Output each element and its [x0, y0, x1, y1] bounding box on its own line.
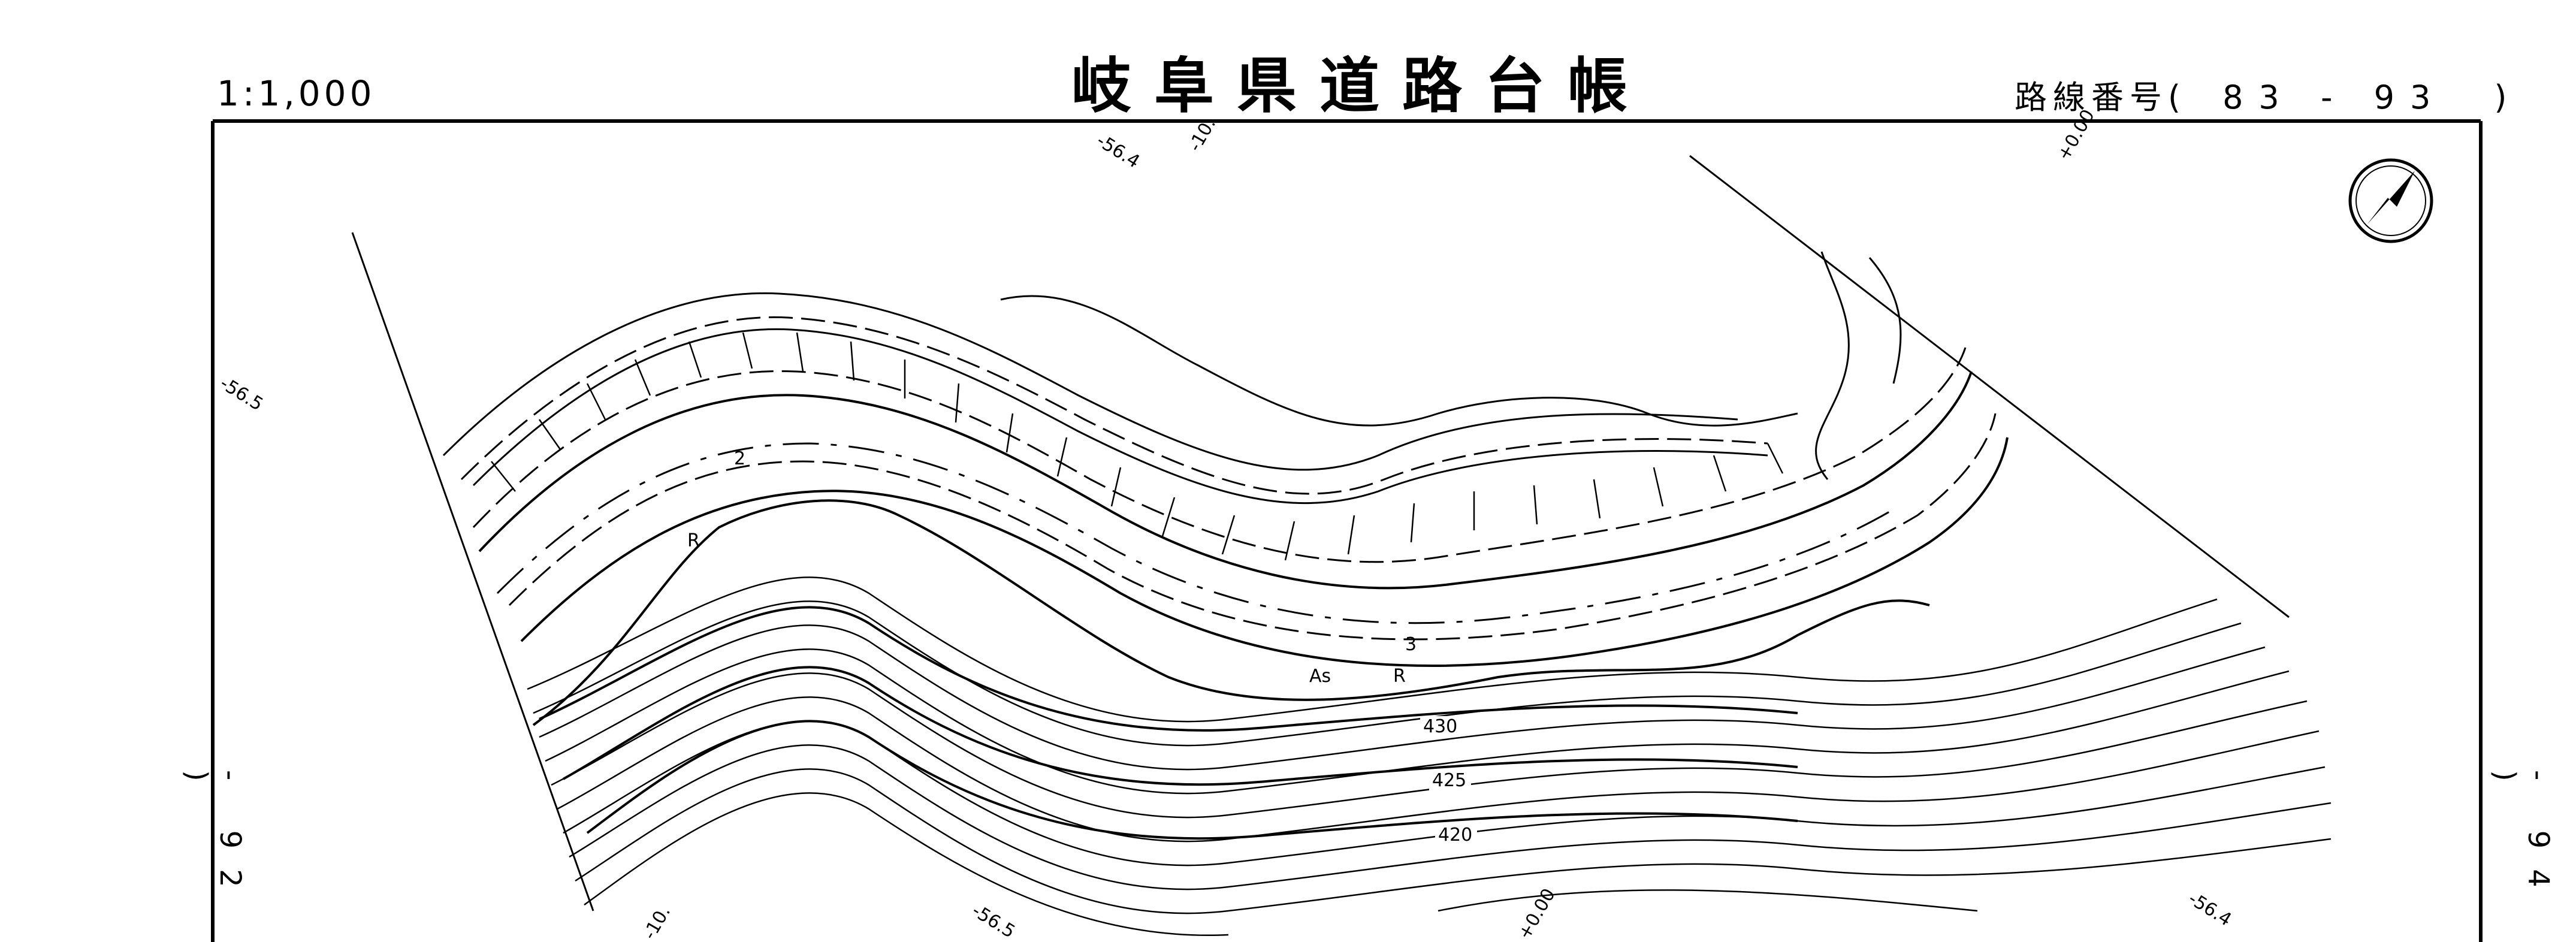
coord-bottom-1: -10.	[639, 902, 675, 942]
dashed-edges	[460, 316, 1997, 641]
contour-label-425: 425	[1432, 770, 1466, 791]
sheet-boundary	[351, 155, 2290, 911]
coord-top-1: -56.4	[1093, 130, 1143, 173]
contour-label-430: 430	[1423, 716, 1457, 737]
map-frame	[211, 119, 2483, 942]
coord-bottom-2: -56.5	[968, 900, 1019, 942]
north-arrow-icon	[2348, 158, 2433, 243]
r-label-1: R	[687, 530, 700, 551]
contour-label-420: 420	[1438, 825, 1472, 846]
road-centerline	[496, 442, 1894, 624]
route-number-value: 83 - 93	[2222, 78, 2447, 116]
route-number-close: )	[2494, 78, 2513, 116]
coord-bottom-3: +0.00	[1514, 885, 1560, 942]
contour-lines	[527, 576, 2332, 937]
r-label-2: R	[1393, 666, 1406, 687]
route-number-block: 路線番号( 83 - 93)	[2015, 71, 2512, 118]
map-title: 岐阜県道路台帳	[1071, 51, 1650, 121]
slope-hatch	[491, 332, 1784, 561]
coord-top-3: +0.00	[2053, 106, 2099, 164]
coord-bottom-4: -56.4	[2185, 888, 2235, 931]
upper-slope	[442, 251, 1902, 505]
coord-left-1: -56.5	[216, 373, 267, 415]
route-number-label: 路線番号(	[2015, 78, 2187, 116]
index-contours	[539, 606, 1798, 840]
right-sheet-link: - 94 )	[2488, 770, 2555, 908]
lane-label-3: 3	[1405, 634, 1417, 655]
lane-label-2: 2	[734, 448, 745, 469]
surface-label: As	[1309, 666, 1331, 687]
road-edges	[478, 371, 2009, 726]
left-sheet-link: - 92 )	[180, 770, 247, 908]
map-scale: 1:1,000	[217, 73, 376, 114]
